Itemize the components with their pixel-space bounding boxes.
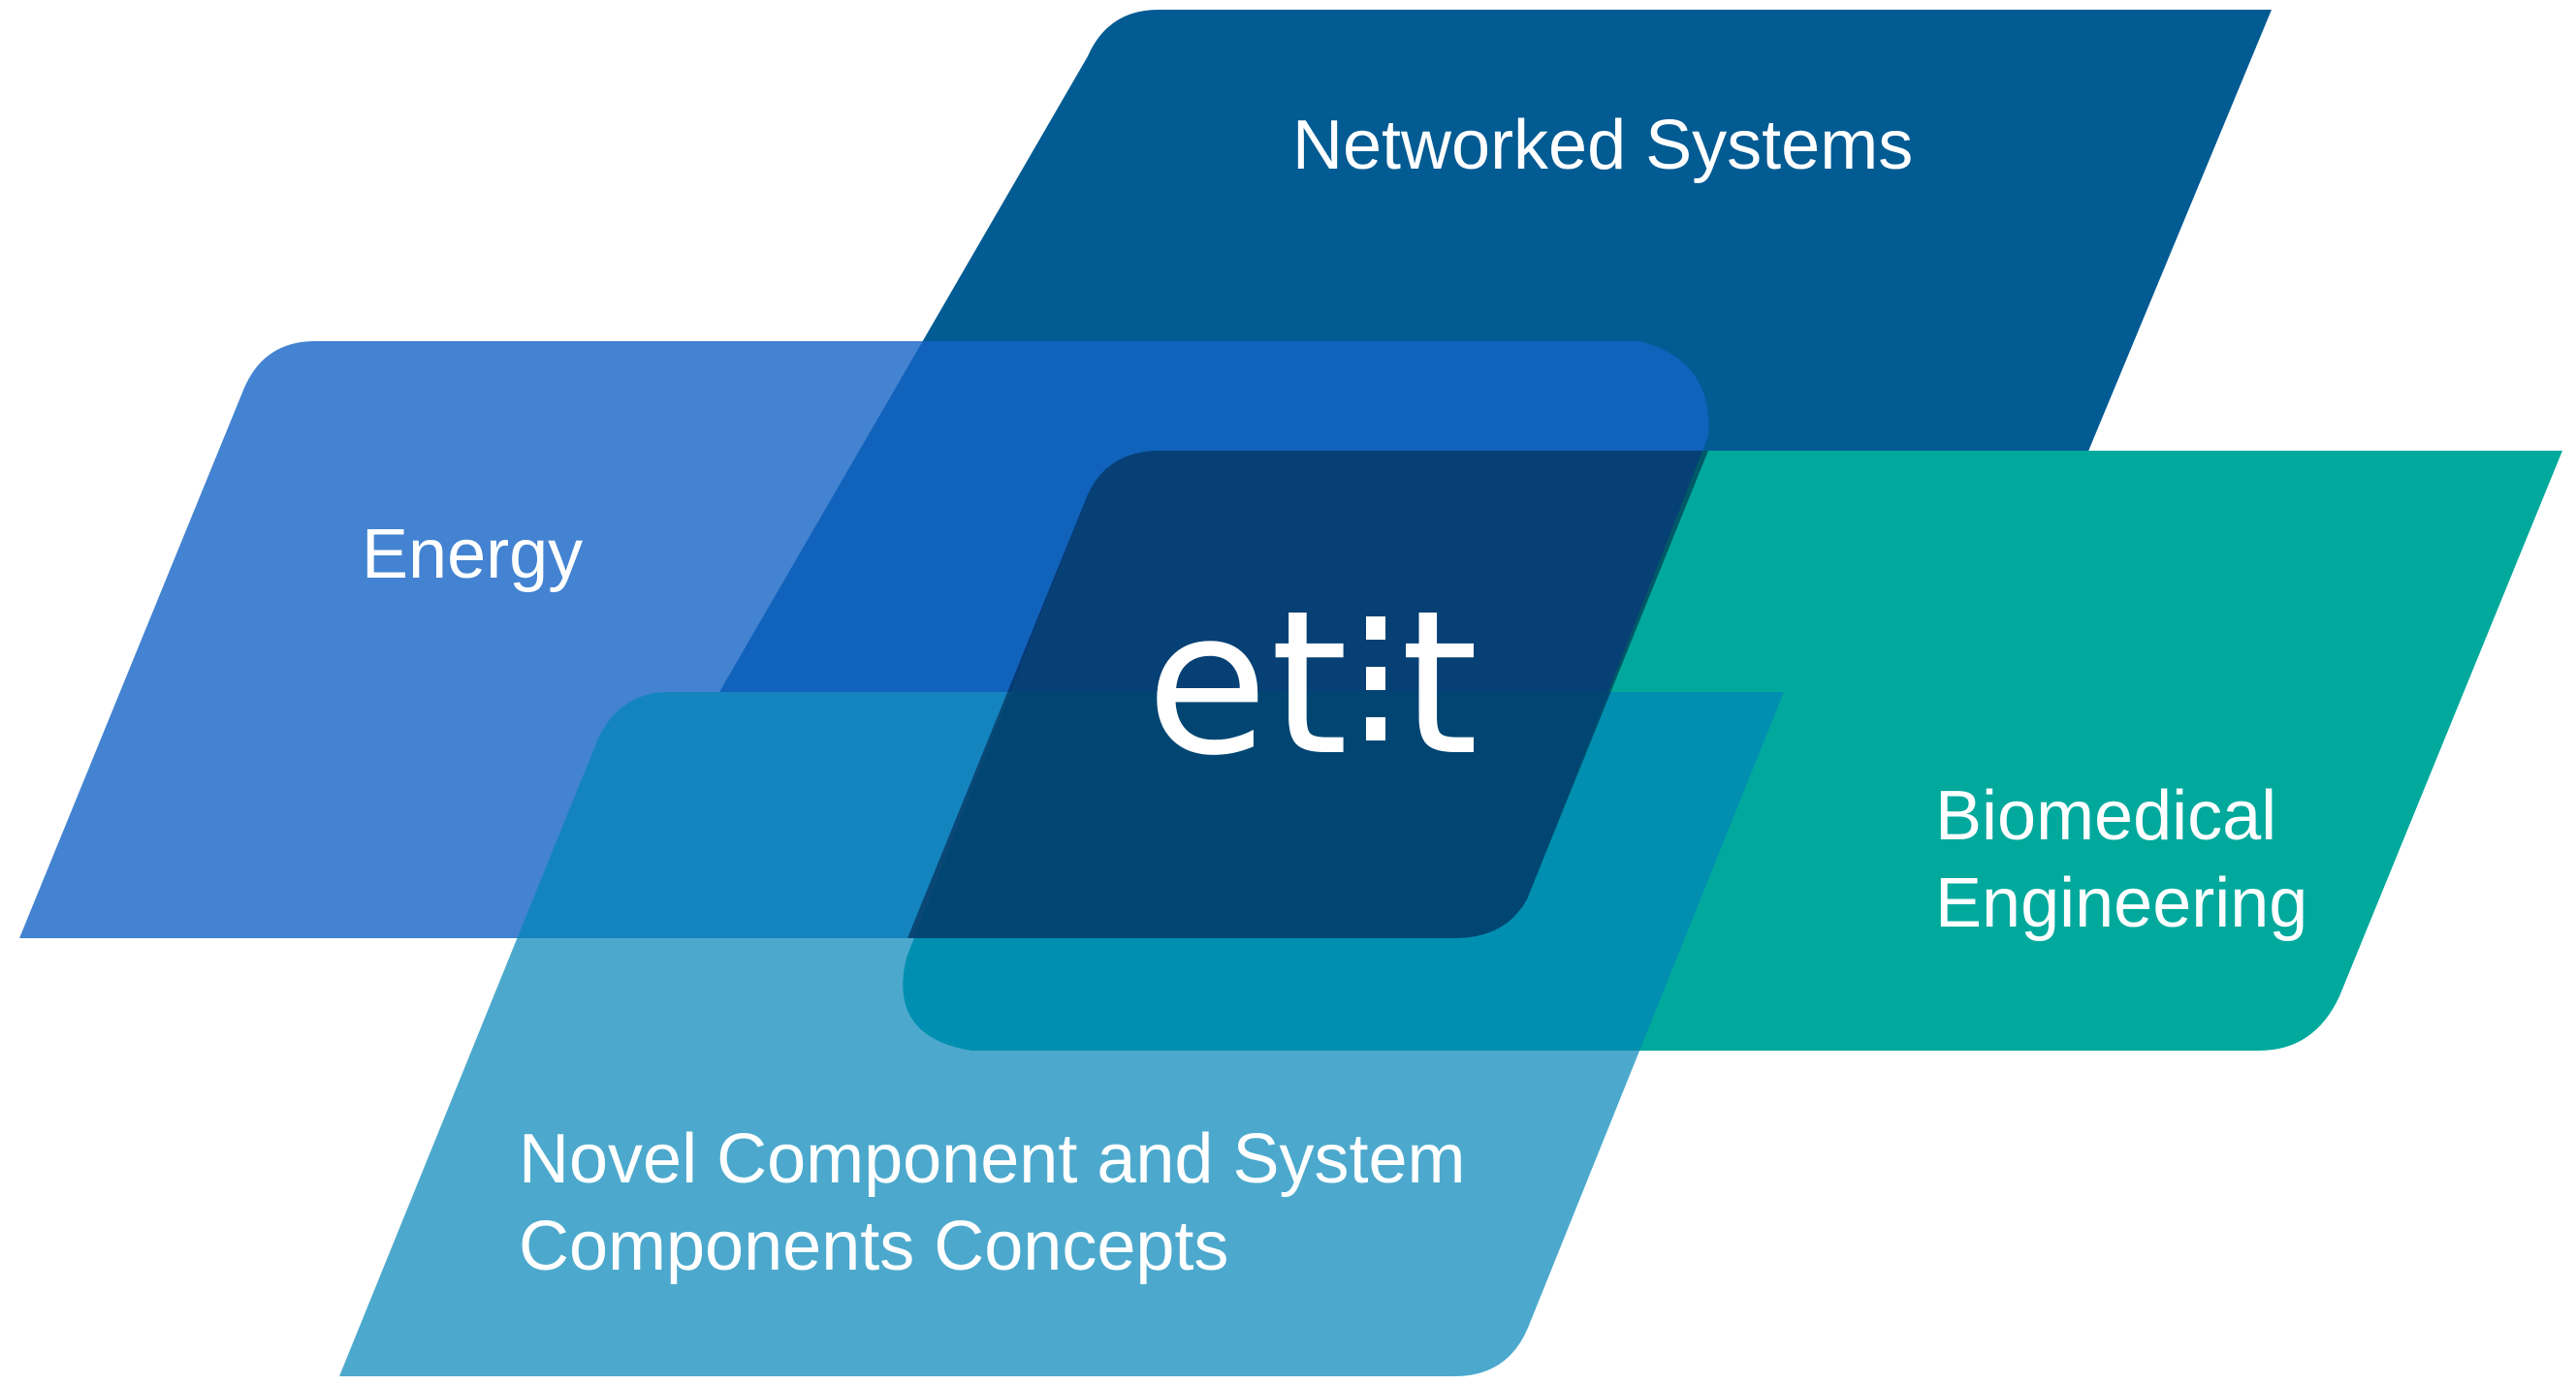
networked-systems-label: Networked Systems	[1292, 107, 1914, 184]
novel-components-label-line2: Components Concepts	[519, 1208, 1229, 1285]
logo-dots-icon	[1352, 607, 1399, 752]
logo-text-left: et	[1146, 569, 1351, 800]
novel-components-label-line1: Novel Component and System	[519, 1120, 1466, 1198]
center-overlap-shape	[907, 451, 1708, 938]
logo-text-right: t	[1400, 569, 1480, 800]
biomedical-engineering-label-line2: Engineering	[1935, 865, 2308, 942]
biomedical-engineering-label-line1: Biomedical	[1935, 777, 2277, 855]
energy-label: Energy	[362, 516, 584, 593]
